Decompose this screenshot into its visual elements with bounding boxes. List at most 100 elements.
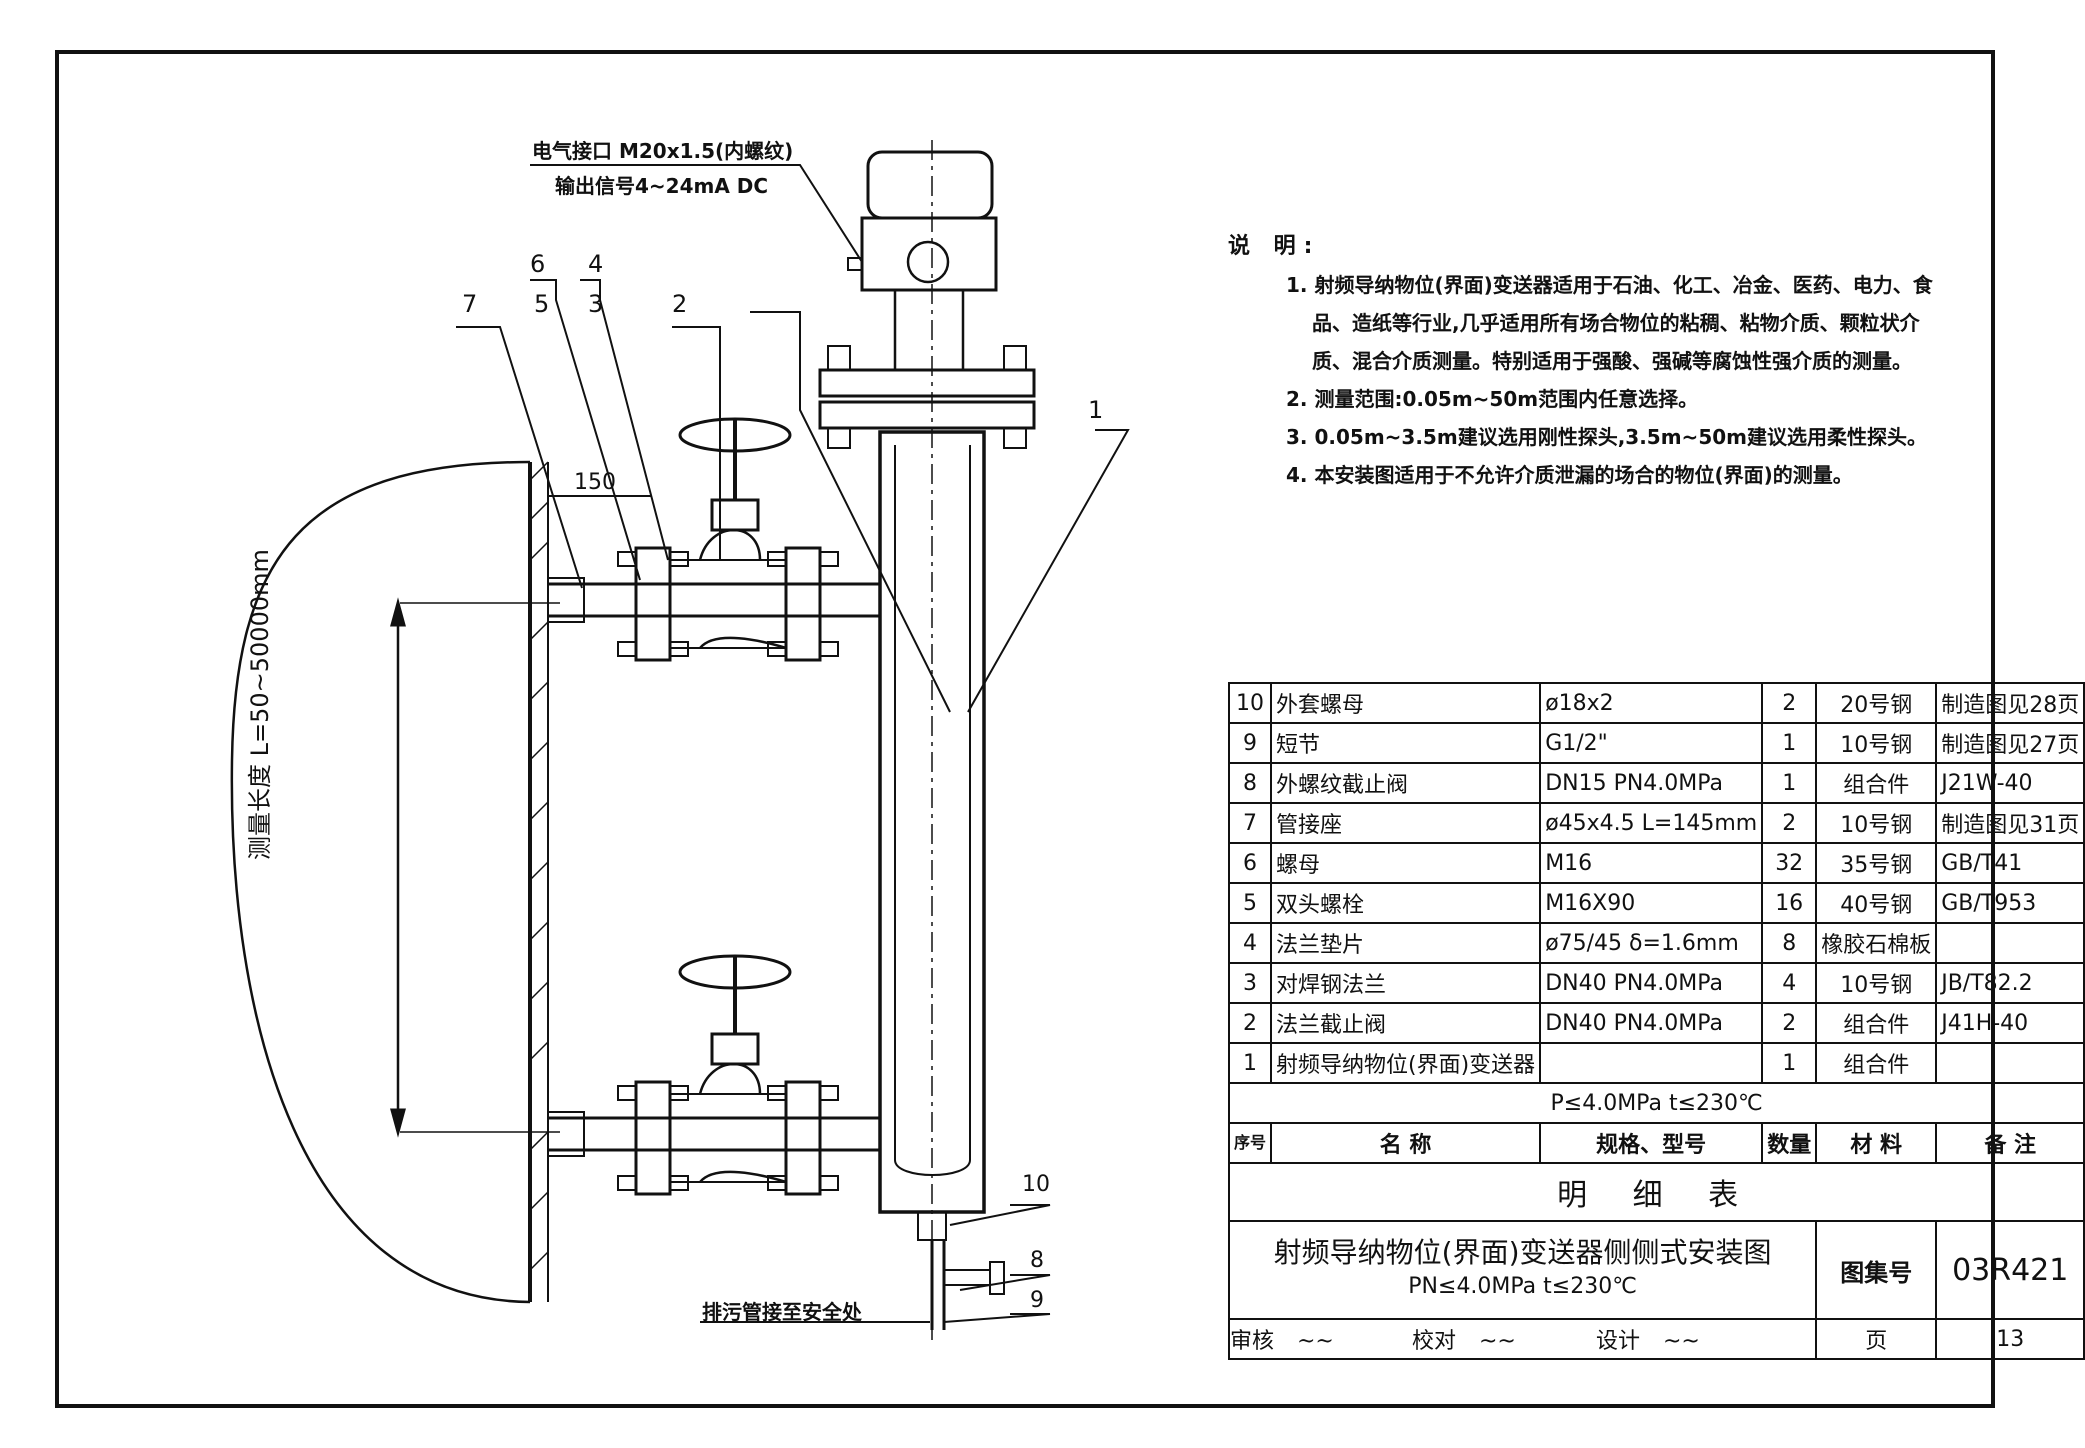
bom-cell: 8 [1227,762,1273,804]
bom-cell: 1 [1761,762,1818,804]
bom-cell: 管接座 [1270,802,1542,844]
lower-valve-body [698,1062,787,1184]
upper-nozzle [548,582,880,618]
bom-cell: 9 [1227,722,1273,764]
bom-cell: ø18x2 [1539,682,1764,724]
bom-cell: 短节 [1270,722,1542,764]
part-label-4: 4 [588,250,604,278]
part-label-9: 9 [1030,1288,1044,1313]
bom-cell: 7 [1227,802,1273,844]
header-remark: 备 注 [1935,1122,2085,1164]
table-title: 明 细 表 [1227,1162,2085,1222]
upper-handwheel [678,417,792,453]
tank-outline [230,460,531,1304]
bom-cell: 法兰垫片 [1270,922,1542,964]
bom-cell: 2 [1761,682,1818,724]
bom-cell: 制造图见27页 [1935,722,2085,764]
dimension-measure-length: 测量长度 L=50~50000mm [246,549,274,860]
bom-cell: 40号钢 [1815,882,1938,924]
callout-electrical-interface: 电气接口 M20x1.5(内螺纹) [532,139,794,163]
bom-cell: 10号钢 [1815,722,1938,764]
upper-valve-body [698,528,787,650]
part-label-6: 6 [530,250,546,278]
drawing-title-cell: 射频导纳物位(界面)变送器侧侧式安装图 PN≤4.0MPa t≤230℃ [1227,1220,1818,1320]
transmitter-cover [866,150,994,220]
lower-nozzle [548,1116,880,1152]
bom-cell: 10号钢 [1815,962,1938,1004]
upper-pipe-seat [547,577,585,623]
leader-lines [456,164,1130,1323]
bom-cell: 3 [1227,962,1273,1004]
notes-heading: 说 明: [1228,234,1321,259]
signature-cell: 审核 ~~ 校对 ~~ 设计 ~~ [1227,1318,1818,1360]
bom-cell: JB/T82.2 [1935,962,2085,1004]
page-label: 页 [1815,1318,1938,1360]
bom-cell: 2 [1761,1002,1818,1044]
bom-cell: ø75/45 δ=1.6mm [1539,922,1764,964]
review-signature: ~~ [1297,1329,1334,1354]
bom-cell: 外套螺母 [1270,682,1542,724]
bom-cell: 5 [1227,882,1273,924]
header-name: 名 称 [1270,1122,1542,1164]
title-row: 射频导纳物位(界面)变送器侧侧式安装图 PN≤4.0MPa t≤230℃ 图集号… [1227,1220,2085,1320]
top-flange-upper [818,368,1036,398]
bom-cell: 4 [1227,922,1273,964]
bom-cell: 双头螺栓 [1270,882,1542,924]
condition-row: P≤4.0MPa t≤230℃ [1227,1082,2085,1124]
bom-cell: 35号钢 [1815,842,1938,884]
check-label: 校对 [1412,1329,1457,1354]
bom-cell: 射频导纳物位(界面)变送器 [1270,1042,1542,1084]
drain-valve [989,1261,1005,1295]
bom-cell: 1 [1761,1042,1818,1084]
transmitter-neck [893,288,965,372]
lower-flange-left [634,1080,672,1196]
drawing-title: 射频导纳物位(界面)变送器侧侧式安装图 [1273,1236,1772,1269]
bom-cell: 制造图见28页 [1935,682,2085,724]
lower-pipe-seat [547,1111,585,1157]
bom-cell: 螺母 [1270,842,1542,884]
upper-flange-left [634,546,672,662]
upper-flange-right [784,546,822,662]
bom-cell: 组合件 [1815,1002,1938,1044]
bom-cell: 2 [1761,802,1818,844]
part-label-5: 5 [534,290,550,318]
bom-cell: 组合件 [1815,1042,1938,1084]
bom-cell: 对焊钢法兰 [1270,962,1542,1004]
upper-valve-bonnet [710,498,760,532]
note-item: 4. 本安装图适用于不允许介质泄漏的场合的物位(界面)的测量。 [1286,463,1853,487]
bom-cell: 4 [1761,962,1818,1004]
lower-valve-bonnet [710,1032,760,1066]
header-spec: 规格、型号 [1539,1122,1764,1164]
header-index: 序号 [1227,1122,1273,1164]
bom-cell [1539,1042,1764,1084]
bom-cell: 20号钢 [1815,682,1938,724]
bom-cell: 法兰截止阀 [1270,1002,1542,1044]
bom-cell: DN15 PN4.0MPa [1539,762,1764,804]
lower-flange-right [784,1080,822,1196]
bom-cell: 组合件 [1815,762,1938,804]
note-item: 3. 0.05m~3.5m建议选用刚性探头,3.5m~50m建议选用柔性探头。 [1286,425,1927,449]
bom-cell: M16X90 [1539,882,1764,924]
bom-cell: GB/T41 [1935,842,2085,884]
bom-cell [1935,1042,2085,1084]
bom-cell: GB/T953 [1935,882,2085,924]
drain-note: 排污管接至安全处 [702,1300,862,1324]
part-label-3: 3 [588,290,604,318]
atlas-label: 图集号 [1815,1220,1938,1320]
bom-cell: 8 [1761,922,1818,964]
transmitter-housing [860,216,998,292]
review-label: 审核 [1230,1329,1275,1354]
condition-cell: P≤4.0MPa t≤230℃ [1227,1082,2085,1124]
bom-cell: 10 [1227,682,1273,724]
bom-cell: DN40 PN4.0MPa [1539,1002,1764,1044]
bom-cell: 16 [1761,882,1818,924]
header-row: 序号 名 称 规格、型号 数量 材 料 备 注 [1227,1122,2085,1164]
